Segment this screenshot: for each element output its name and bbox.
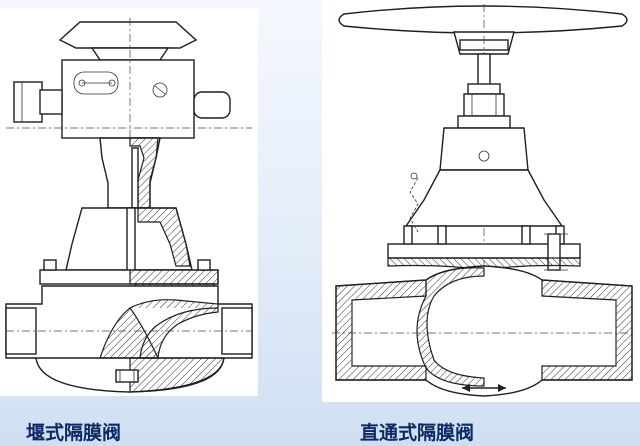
valve-stem: [126, 207, 136, 277]
body-lining: [416, 267, 485, 387]
gearbox-housing: [61, 59, 195, 139]
drain-plug: [115, 369, 139, 383]
weir-valve-drawing: [5, 18, 253, 393]
handwheel-rim: [338, 5, 628, 34]
stem-nut: [463, 93, 505, 117]
straight-valve-caption: 直通式隔膜阀: [360, 422, 475, 444]
left-shaft-end: [13, 81, 43, 123]
straight-valve-drawing-panel: [322, 0, 640, 402]
weir-valve-caption: 堰式隔膜阀: [26, 422, 122, 444]
weir-valve-drawing-panel: [0, 8, 258, 396]
bonnet-lower: [404, 169, 564, 227]
bonnet-upper: [439, 127, 529, 171]
handwheel-plate: [58, 21, 198, 49]
gearbox-screw: [152, 82, 168, 98]
straight-valve-drawing: [332, 4, 636, 397]
indicator-chain: [409, 177, 419, 233]
gearbox-slot: [73, 71, 119, 95]
right-shaft-end: [193, 91, 231, 119]
